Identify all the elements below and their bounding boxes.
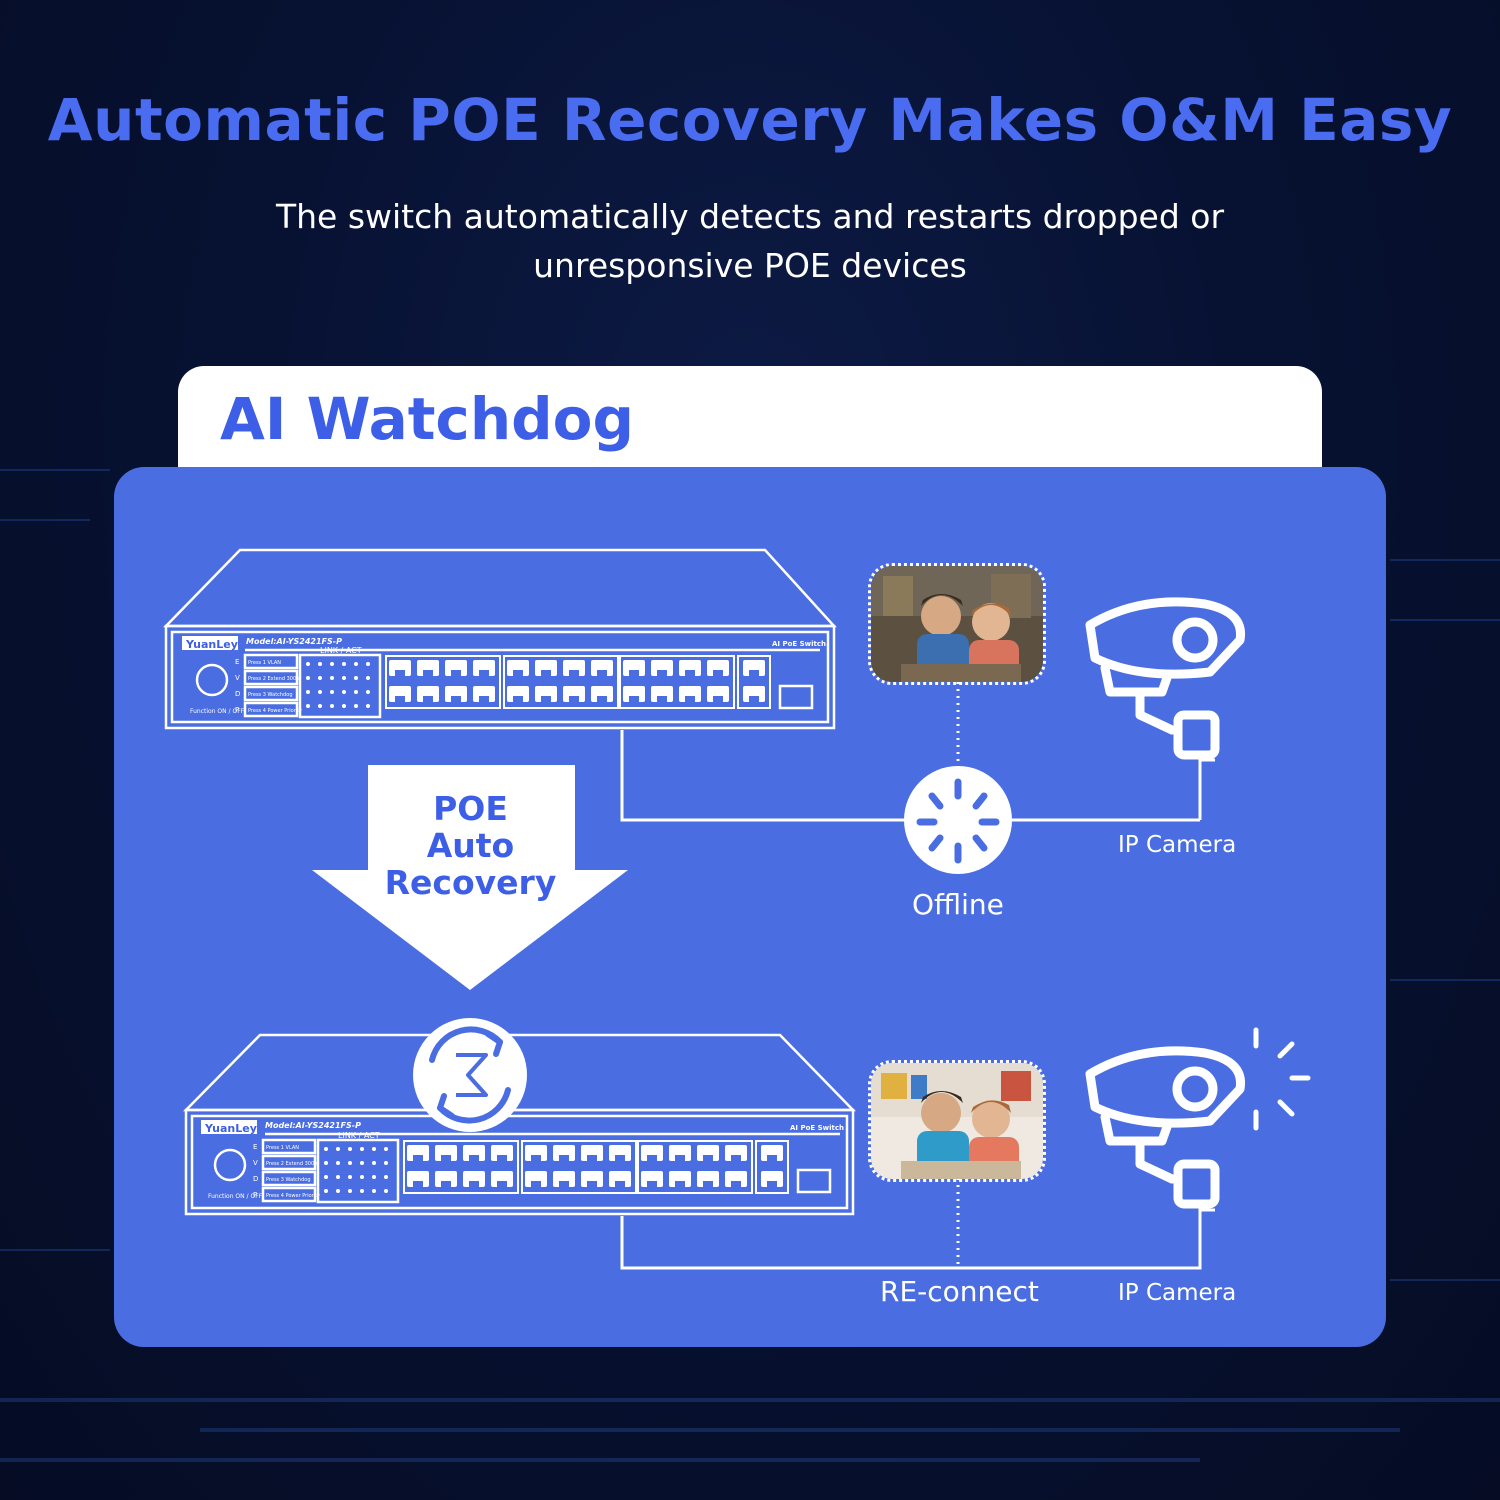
tab-title: AI Watchdog [220,385,634,453]
switch-top-ports [385,655,771,709]
switch-top-mode: Press 3 Watchdog [248,692,293,698]
switch-top-function: Function ON / OFF [190,708,245,715]
switch-top-brand: YuanLey [185,638,238,651]
arrow-label-line: Recovery [384,863,557,902]
top-link-line [620,730,905,822]
switch-bottom-mode: Press 4 Power Priority [266,1193,320,1199]
switch-top-model: Model:AI-YS2421FS-P [246,637,342,646]
loading-spinner-icon [904,766,1012,874]
recovery-cycle-icon [413,1018,527,1132]
status-reconnect: RE-connect [880,1275,1039,1308]
switch-bottom-ports [403,1140,789,1194]
switch-top-port-label: LINK / ACT [320,646,362,655]
switch-top-mode: Press 2 Extend 300m [248,676,301,682]
ip-camera-icon [1085,1046,1246,1209]
switch-top-leds [306,662,370,708]
switch-top-mode-letter: E [235,658,239,666]
arrow-label: POE Auto Recovery [368,790,573,901]
switch-top-mode-letter: P [235,706,239,714]
switch-top-mode-letter: V [235,674,240,682]
switch-bottom-model: Model:AI-YS2421FS-P [265,1121,361,1130]
switch-bottom-mode-letter: V [253,1159,258,1167]
switch-bottom-mode: Press 1 VLAN [266,1145,299,1151]
switch-top-mode: Press 1 VLAN [248,660,281,666]
bottom-link-line [620,1208,1215,1270]
status-offline: Offline [912,888,1004,921]
switch-top-badge: AI PoE Switch [772,640,826,648]
subheadline: The switch automatically detects and res… [275,197,1225,285]
top-camera-line [1198,758,1215,820]
switch-bottom-leds [324,1147,388,1193]
arrow-label-line: POE [433,789,508,828]
ip-camera-icon [1085,597,1246,760]
switch-bottom-mode: Press 2 Extend 300m [266,1161,319,1167]
switch-bottom-mode-letter: D [253,1175,258,1183]
camera-feed-photo-bottom [868,1060,1046,1182]
switch-bottom-brand-box [201,1120,257,1134]
switch-top-brand-box [182,636,238,650]
switch-bottom-mode-letter: P [253,1191,257,1199]
switch-bottom-brand: YuanLey [204,1122,257,1135]
switch-bottom-badge: AI PoE Switch [790,1124,844,1132]
switch-bottom-function: Function ON / OFF [208,1193,263,1200]
switch-bottom [183,1033,856,1216]
switch-top-mode-letter: D [235,690,240,698]
switch-top-mode: Press 4 Power Priority [248,708,302,714]
switch-bottom-port-label: LINK / ACT [338,1131,380,1140]
switch-top [163,548,837,730]
arrow-label-line: Auto [426,826,515,865]
camera-feed-photo-top [868,563,1046,685]
switch-bottom-mode: Press 3 Watchdog [266,1177,311,1183]
switch-bottom-mode-letter: E [253,1143,257,1151]
camera-label-bottom: IP Camera [1118,1280,1237,1306]
camera-label-top: IP Camera [1118,832,1237,858]
headline: Automatic POE Recovery Makes O&M Easy [47,86,1453,154]
recovery-arrow [312,765,628,990]
camera-flash-icon [1253,1027,1311,1131]
